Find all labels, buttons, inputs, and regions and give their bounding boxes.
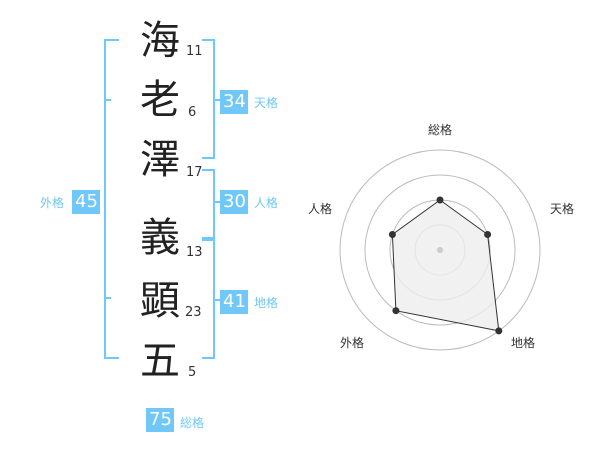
name-char-5: 顕 <box>140 278 180 324</box>
radar-label-soukaku: 総格 <box>428 123 453 137</box>
name-char-2: 老 <box>140 77 180 123</box>
tenkaku-label: 天格 <box>254 96 279 110</box>
stroke-count-4: 13 <box>186 245 203 260</box>
stroke-count-5: 23 <box>185 305 202 320</box>
gaikaku-bracket-line <box>104 39 119 359</box>
soukaku-label: 総格 <box>180 416 205 430</box>
chikaku-value: 41 <box>220 290 248 314</box>
stroke-count-6: 5 <box>188 365 197 380</box>
jinkaku-label: 人格 <box>254 196 279 210</box>
name-char-1: 海 <box>140 18 180 64</box>
name-char-4: 義 <box>140 215 180 261</box>
radar-label-tenkaku: 天格 <box>550 202 575 216</box>
name-char-6: 五 <box>140 338 180 384</box>
radar-label-chikaku: 地格 <box>511 336 536 350</box>
chikaku-label: 地格 <box>254 296 279 310</box>
radar-ring-4 <box>339 149 541 351</box>
radar-point-1 <box>436 196 444 204</box>
jinkaku-bracket-line <box>202 169 215 239</box>
radar-point-4 <box>392 307 400 315</box>
radar-point-5 <box>388 231 396 238</box>
radar-center-point <box>437 247 443 253</box>
radar-point-3 <box>495 327 503 335</box>
radar-point-2 <box>484 231 492 238</box>
radar-polygon <box>391 199 500 332</box>
stroke-count-3: 17 <box>186 165 203 180</box>
name-char-3: 澤 <box>140 137 180 183</box>
stroke-count-1: 11 <box>186 44 203 59</box>
radar-label-jinkaku: 人格 <box>308 202 333 216</box>
radar-label-gaikaku: 外格 <box>340 336 365 350</box>
radar-ring-3 <box>364 174 516 326</box>
jinkaku-value: 30 <box>220 190 248 214</box>
tenkaku-value: 34 <box>220 90 248 114</box>
gaikaku-label: 外格 <box>40 196 65 210</box>
gaikaku-value: 45 <box>72 190 100 214</box>
soukaku-value: 75 <box>146 408 174 432</box>
stroke-count-2: 6 <box>188 105 197 120</box>
